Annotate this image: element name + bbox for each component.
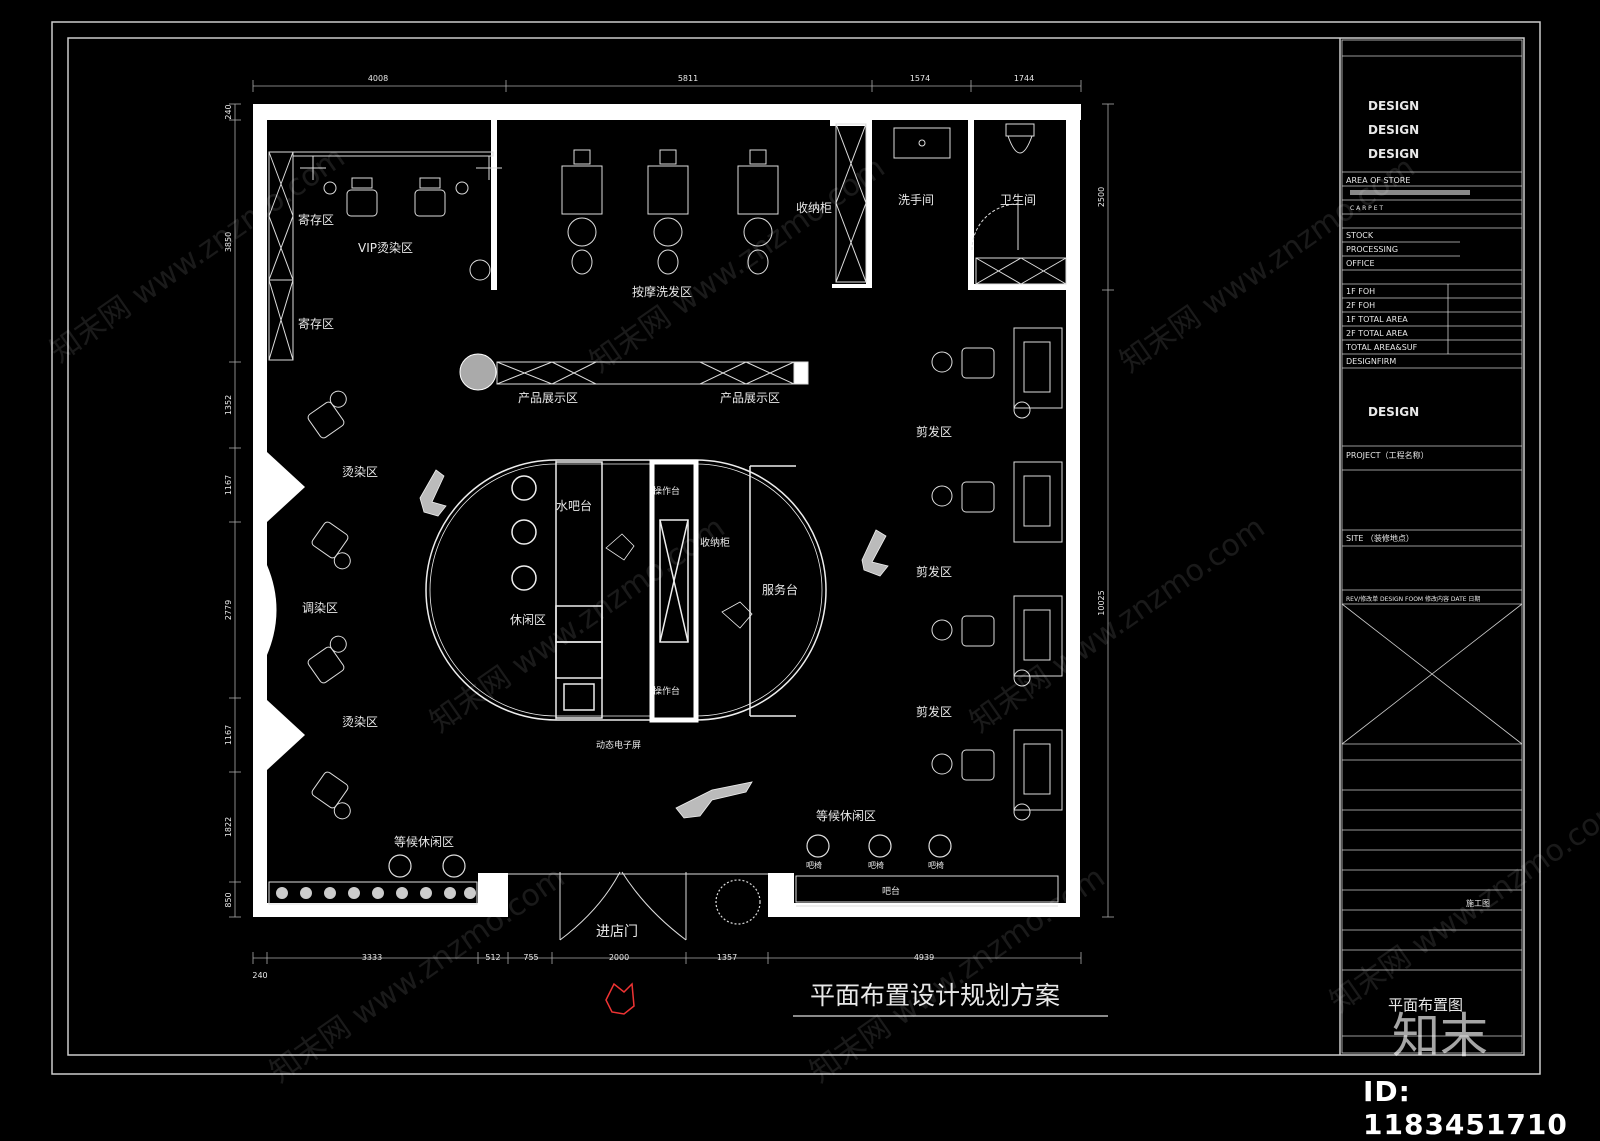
tb-carpet: C A R P E T	[1350, 205, 1383, 212]
dim-top-1: 4008	[368, 74, 388, 83]
dim-left-4: 1167	[224, 475, 233, 495]
dim-bottom-1: 3333	[362, 953, 382, 962]
tb-drawing-name: 平面布置图	[1388, 996, 1463, 1014]
tb-design-2: DESIGN	[1368, 123, 1419, 137]
tb-design-firm: DESIGNFIRM	[1346, 357, 1396, 366]
walls	[253, 104, 1081, 917]
label-op-bottom: 操作台	[653, 685, 680, 697]
label-screen: 动态电子屏	[596, 739, 641, 751]
label-bar: 吧台	[882, 885, 900, 897]
label-storage-2: 寄存区	[298, 316, 334, 331]
inner-frame	[67, 37, 1525, 1056]
image-id-label: ID: 1183451710	[1363, 1075, 1568, 1141]
entrance-doors	[508, 871, 768, 941]
label-bar-chair-3: 吧椅	[928, 860, 944, 870]
tb-total-2f: 2F TOTAL AREA	[1346, 329, 1408, 338]
dim-bottom-3: 755	[523, 953, 538, 962]
label-display-2: 产品展示区	[720, 391, 780, 405]
label-toilet: 卫生间	[1000, 193, 1036, 207]
wall-columns	[267, 452, 305, 770]
label-bar-chair-2: 吧椅	[868, 860, 884, 870]
label-display-1: 产品展示区	[518, 391, 578, 405]
storage-shelves	[268, 123, 1067, 361]
label-storage-1: 寄存区	[298, 212, 334, 227]
sanitary-fixtures	[893, 123, 1035, 251]
label-cut-2: 剪发区	[916, 564, 952, 579]
label-water-bar: 水吧台	[556, 498, 592, 513]
tb-area-store: AREA OF STORE	[1346, 176, 1410, 185]
tb-project: PROJECT（工程名称）	[1346, 450, 1429, 460]
label-cut-1: 剪发区	[916, 424, 952, 439]
title-block	[1341, 39, 1523, 1054]
tb-rev-row: REV/修改单 DESIGN FOOM 修改内容 DATE 日期	[1346, 595, 1480, 603]
dim-left-7: 1822	[224, 817, 233, 837]
label-wait-left: 等候休闲区	[394, 835, 454, 849]
label-entrance: 进店门	[596, 924, 638, 940]
tb-site: SITE （装修地点）	[1346, 533, 1414, 543]
label-lounge: 休闲区	[510, 613, 546, 627]
product-display-cabinet	[459, 353, 809, 391]
dim-left-8: 850	[224, 892, 233, 907]
dimension-lines	[229, 80, 1114, 1017]
people-figures	[419, 469, 889, 819]
dim-left-1: 240	[224, 104, 233, 119]
label-washroom: 洗手间	[898, 193, 934, 207]
label-color-mix: 调染区	[302, 600, 338, 615]
label-cabinet: 收纳柜	[796, 201, 832, 215]
outer-frame	[51, 21, 1541, 1075]
dim-bottom-2: 512	[485, 953, 500, 962]
tb-foh-2f: 2F FOH	[1346, 301, 1375, 310]
dim-left-3: 1352	[224, 395, 233, 415]
north-arrow-figure	[605, 982, 635, 1015]
tb-stock: STOCK	[1346, 231, 1374, 240]
dim-left-6: 1167	[224, 725, 233, 745]
label-service: 服务台	[762, 582, 798, 597]
central-island	[425, 459, 827, 723]
label-perm-1: 烫染区	[342, 464, 378, 479]
planter-and-bar	[268, 875, 1059, 907]
room-labels: 寄存区 VIP烫染区 寄存区 按摩洗发区 收纳柜 洗手间 卫生间 产品展示区 产…	[298, 193, 1036, 940]
dim-top-3: 1574	[910, 74, 930, 83]
stools	[388, 834, 952, 925]
dim-bottom-4: 2000	[609, 953, 629, 962]
label-op-top: 操作台	[653, 485, 680, 497]
dimension-labels: 4008 5811 1574 1744 240 3850 1352 1167 2…	[224, 74, 1106, 980]
tb-stage: 施工图	[1466, 898, 1490, 908]
label-perm-2: 烫染区	[342, 714, 378, 729]
dim-bottom-5: 1357	[717, 953, 737, 962]
tb-processing: PROCESSING	[1346, 245, 1398, 254]
plan-title: 平面布置设计规划方案	[810, 981, 1060, 1010]
label-vip-dye: VIP烫染区	[358, 240, 413, 255]
tb-design-4: DESIGN	[1368, 405, 1419, 419]
tb-total-1f: 1F TOTAL AREA	[1346, 315, 1408, 324]
label-cut-3: 剪发区	[916, 704, 952, 719]
dim-top-4: 1744	[1014, 74, 1034, 83]
label-wash: 按摩洗发区	[632, 284, 692, 299]
tb-office: OFFICE	[1346, 259, 1375, 268]
dim-right-1: 2500	[1097, 187, 1106, 207]
tb-total-all: TOTAL AREA&SUF	[1345, 343, 1418, 352]
label-storage-cab: 收纳柜	[700, 536, 730, 549]
wash-chairs	[561, 149, 779, 275]
dim-bottom-6: 4939	[914, 953, 934, 962]
brand-logo: 知末	[1392, 1008, 1489, 1064]
dim-left-5: 2779	[224, 600, 233, 620]
tb-design-3: DESIGN	[1368, 147, 1419, 161]
dim-bottom-offset: 240	[252, 971, 267, 980]
dim-right-2: 10025	[1097, 590, 1106, 615]
dim-left-2: 3850	[224, 232, 233, 252]
cutting-stations	[931, 327, 1063, 821]
title-block-text: DESIGN DESIGN DESIGN AREA OF STORE C A R…	[1345, 99, 1490, 1014]
tb-foh-1f: 1F FOH	[1346, 287, 1375, 296]
label-bar-chair-1: 吧椅	[806, 860, 822, 870]
tb-design-1: DESIGN	[1368, 99, 1419, 113]
perm-chairs	[307, 390, 351, 820]
dim-top-2: 5811	[678, 74, 698, 83]
vip-chairs	[300, 156, 502, 281]
label-wait-right: 等候休闲区	[816, 809, 876, 823]
